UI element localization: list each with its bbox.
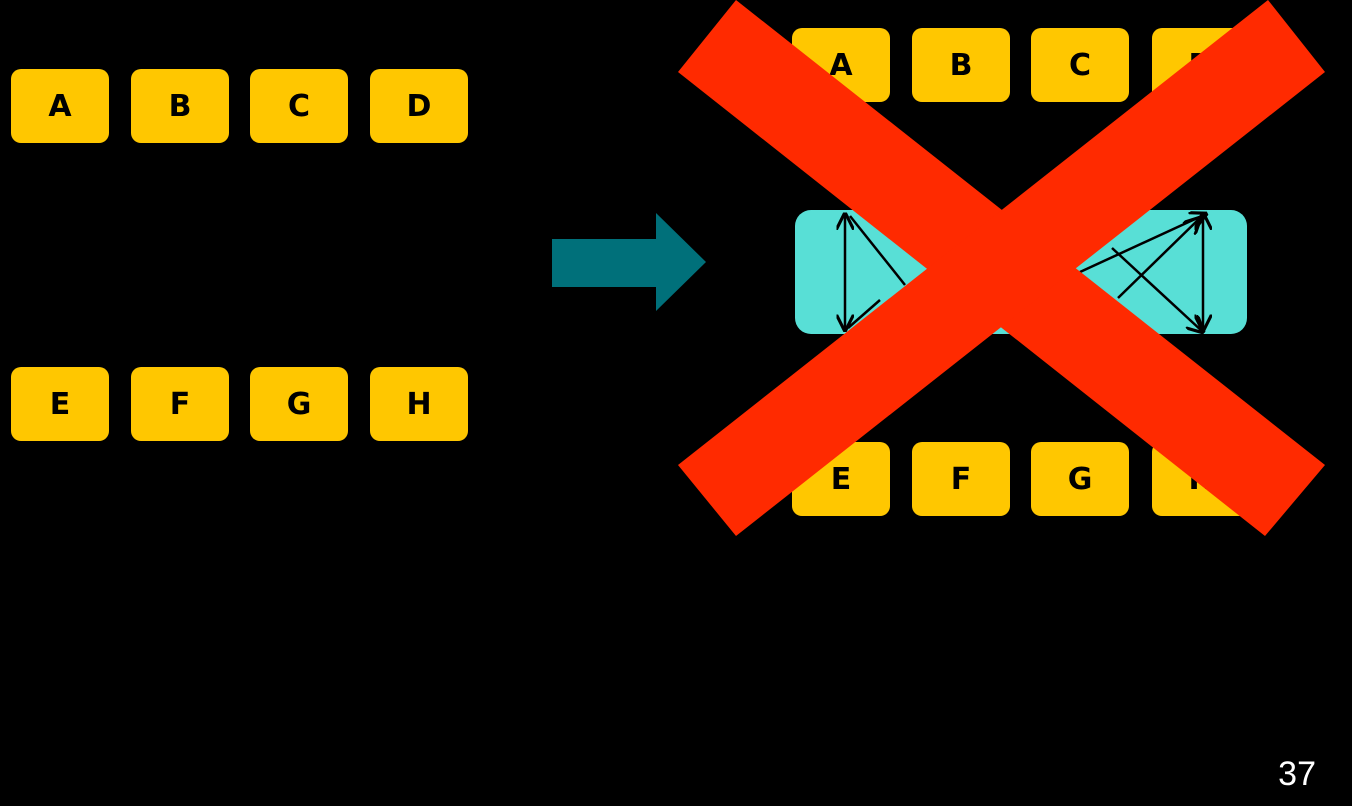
left-node-b: B: [131, 69, 229, 143]
link-arrow: [847, 299, 881, 329]
transform-arrow: [552, 213, 706, 311]
right-node-c: C: [1031, 28, 1129, 102]
page-number: 37: [1278, 755, 1316, 793]
left-node-h: H: [370, 367, 468, 441]
link-arrow: [1117, 218, 1200, 299]
left-node-e: E: [11, 367, 109, 441]
left-node-d: D: [370, 69, 468, 143]
cross-out-icon: [678, 0, 1325, 536]
right-node-g: G: [1031, 442, 1129, 516]
right-node-b: B: [912, 28, 1010, 102]
left-node-a: A: [11, 69, 109, 143]
left-node-g: G: [250, 367, 348, 441]
interconnect-links: [845, 214, 1206, 332]
link-arrow: [849, 215, 906, 286]
left-node-f: F: [131, 367, 229, 441]
left-node-c: C: [250, 69, 348, 143]
link-arrow: [1111, 247, 1203, 332]
right-node-f: F: [912, 442, 1010, 516]
